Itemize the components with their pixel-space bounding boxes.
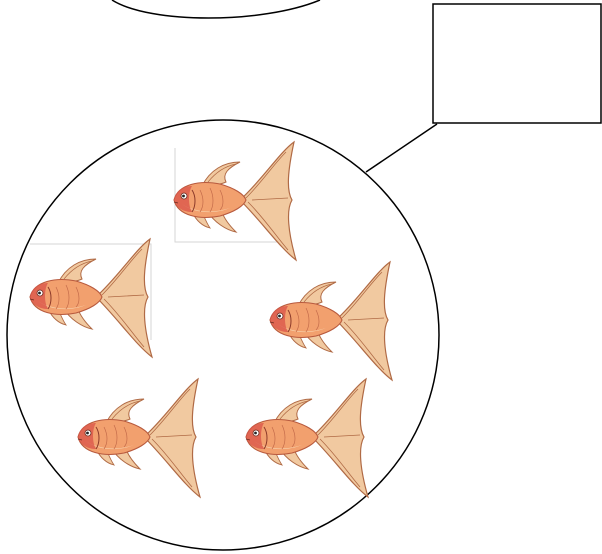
fish-image-frame (174, 148, 292, 243)
fish-image-frame (30, 243, 152, 340)
connector-line (365, 123, 438, 173)
answer-box (432, 3, 602, 124)
top-circle-partial (111, 0, 321, 19)
